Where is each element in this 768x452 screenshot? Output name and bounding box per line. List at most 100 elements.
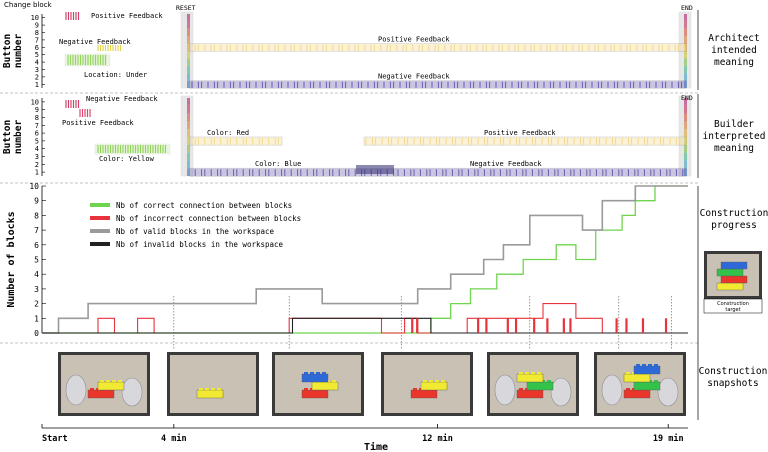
panel-tick-label: 3 <box>35 153 39 161</box>
panel-tick-label: 2 <box>35 73 39 81</box>
panel-tick-label: 8 <box>35 29 39 37</box>
legend-label: Nb of valid blocks in the workspace <box>116 227 275 236</box>
end-strip-cell <box>684 160 687 169</box>
incorrect-spike <box>569 318 572 333</box>
reset-strip-cell <box>187 51 190 59</box>
lego-block <box>301 389 329 399</box>
time-tick-label: 4 min <box>161 433 187 444</box>
target-block <box>720 275 748 284</box>
lego-stud <box>322 372 326 374</box>
lego-stud <box>547 380 551 382</box>
cluster-label: Location: Under <box>84 71 147 79</box>
time-tick-label: Start <box>42 434 68 444</box>
reset-strip-cell <box>187 105 190 114</box>
reset-strip-cell <box>187 28 190 37</box>
panel-tick-label: 1 <box>35 81 39 89</box>
lego-stud <box>199 388 203 390</box>
band-label: Color: Blue <box>255 160 301 168</box>
lego-stud <box>626 372 630 374</box>
reset-strip-cell <box>187 36 190 44</box>
end-strip-cell <box>684 21 687 29</box>
lego-stud <box>217 388 221 390</box>
time-tick-label: 12 min <box>422 433 453 444</box>
target-block <box>716 268 744 277</box>
lego-block <box>87 389 115 399</box>
lego-block <box>301 373 329 383</box>
lego-stud <box>441 380 445 382</box>
lego-block <box>633 381 661 391</box>
end-strip-cell <box>684 80 687 88</box>
panel-tick-label: 1 <box>35 169 39 177</box>
lego-stud <box>423 380 427 382</box>
lego-stud <box>310 372 314 374</box>
reset-strip-cell <box>187 168 190 176</box>
lego-stud <box>648 364 652 366</box>
lego-block <box>623 373 651 383</box>
lego-stud <box>429 380 433 382</box>
reset-strip-cell <box>187 137 190 145</box>
meaning-band <box>189 167 397 177</box>
end-strip-cell <box>684 73 687 81</box>
end-strip-cell <box>684 168 687 176</box>
reset-strip-cell <box>187 65 190 74</box>
end-strip-cell <box>684 144 687 153</box>
panel-tick-label: 10 <box>31 98 39 106</box>
panel-tick-label: 6 <box>35 130 39 138</box>
panel-ylabel: Buttonnumber <box>2 120 24 155</box>
construction-target <box>703 251 763 314</box>
panel-tick-label: 3 <box>35 66 39 74</box>
blue-marker <box>356 165 394 174</box>
hand-icon <box>494 374 516 406</box>
incorrect-spike <box>641 318 645 333</box>
end-label: END <box>681 4 693 12</box>
incorrect-spike <box>664 318 668 333</box>
end-strip-cell <box>684 129 687 137</box>
lego-block <box>420 381 448 391</box>
lego-block <box>516 373 544 383</box>
lego-block <box>516 389 544 399</box>
chart-y-tick-label: 4 <box>34 270 39 279</box>
cluster-label: Negative Feedback <box>86 95 158 103</box>
hand-icon <box>121 377 143 407</box>
cluster-label: Negative Feedback <box>59 38 131 46</box>
lego-block <box>623 389 651 399</box>
change-block-label: Change block <box>4 1 53 9</box>
incorrect-spike <box>411 318 414 333</box>
band-label: Positive Feedback <box>378 36 450 44</box>
lego-stud <box>316 372 320 374</box>
lego-block <box>311 381 339 391</box>
reset-strip-cell <box>187 160 190 169</box>
reset-strip-cell <box>187 58 190 66</box>
lego-stud <box>519 388 523 390</box>
target-block <box>720 261 748 270</box>
end-strip-cell <box>684 43 687 51</box>
lego-stud <box>636 364 640 366</box>
incorrect-spike <box>562 318 565 333</box>
lego-stud <box>100 380 104 382</box>
end-strip-cell <box>684 137 687 145</box>
end-strip-cell <box>684 28 687 37</box>
incorrect-spike <box>514 318 518 333</box>
cluster-box <box>64 53 111 67</box>
panel-tick-label: 9 <box>35 106 39 114</box>
end-strip-cell <box>684 113 687 122</box>
incorrect-spike <box>533 318 536 333</box>
legend-label: Nb of incorrect connection between block… <box>116 214 301 223</box>
series-line <box>42 185 688 334</box>
incorrect-spike <box>416 318 419 333</box>
lego-stud <box>304 388 308 390</box>
lego-stud <box>519 372 523 374</box>
hand-icon <box>657 377 679 407</box>
reset-strip-cell <box>187 80 190 88</box>
end-strip-cell <box>684 14 687 22</box>
reset-strip-cell <box>187 113 190 122</box>
chart-y-tick-label: 0 <box>34 329 39 338</box>
end-strip-cell <box>684 98 687 106</box>
band-label: Negative Feedback <box>378 73 450 81</box>
